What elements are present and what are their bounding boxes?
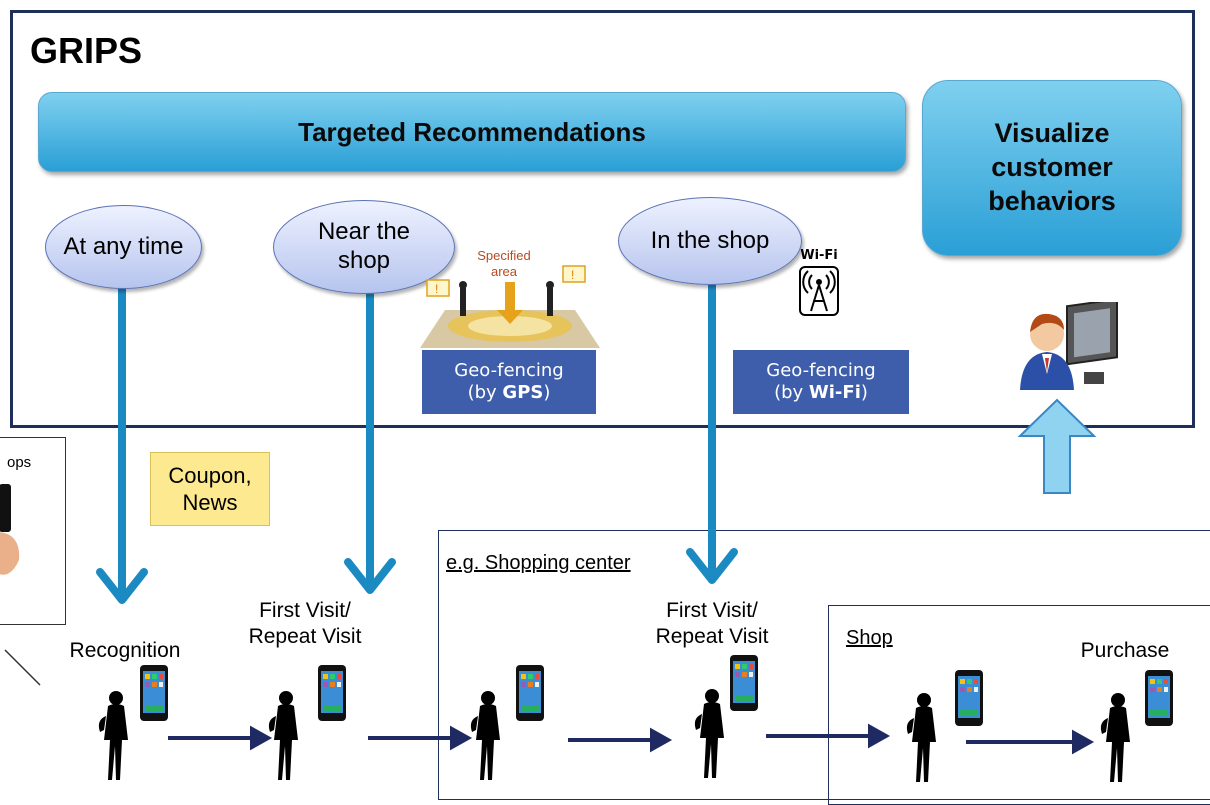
fv1-line-2: Repeat Visit [248, 625, 362, 649]
near-line-1: Near the [317, 218, 411, 246]
apps-label: ops [7, 454, 32, 471]
flow-arrow-5-head [1072, 729, 1095, 755]
wifi-tower-icon [799, 266, 839, 316]
shop-label: Shop [846, 627, 893, 649]
geo-wifi-bold: Wi-Fi [808, 382, 861, 403]
geo-gps-bold: GPS [502, 382, 544, 403]
apps-box: ops [0, 437, 66, 625]
near-line-2: shop [337, 247, 391, 274]
wifi-badge-label: Wi-Fi [800, 248, 838, 263]
specified-line-2: area [490, 263, 518, 279]
coupon-news-note: Coupon, News [150, 452, 270, 526]
fv2-line-2: Repeat Visit [655, 625, 769, 649]
visualize-line-2: customer [991, 152, 1113, 183]
geo-gps-suffix: ) [543, 382, 551, 403]
step-first-visit-label-2: First Visit/ Repeat Visit [632, 598, 792, 651]
specified-area-label: Specified area [462, 248, 546, 279]
grips-title: GRIPS [30, 30, 143, 71]
geo-wifi-prefix: (by [774, 382, 809, 403]
flow-arrow-3-head [650, 727, 673, 753]
flow-arrow-1-head [250, 725, 273, 751]
gps-area-illustration: ! ! [415, 240, 600, 350]
up-arrow [1017, 398, 1097, 494]
person-3 [470, 665, 544, 780]
step-recognition-label: Recognition [69, 639, 181, 662]
targeted-recommendations-banner: Targeted Recommendations [38, 92, 906, 172]
person-1 [98, 665, 168, 780]
arrow-inshop-head [686, 548, 738, 584]
hand-phone-image [0, 484, 20, 575]
fv2-line-1: First Visit/ [666, 599, 758, 622]
ellipse-near-the-shop: Near the shop [273, 200, 455, 294]
shopping-center-label: e.g. Shopping center [446, 552, 631, 574]
operator-monitor-icon [1020, 302, 1118, 390]
person-5 [906, 670, 983, 782]
visualize-customer-behaviors-box: Visualize customer behaviors [922, 80, 1182, 256]
person-6 [1100, 670, 1173, 782]
coupon-line-1: Coupon, [168, 462, 252, 488]
ellipse-at-any-time: At any time [45, 205, 202, 289]
grips-frame [10, 10, 1195, 428]
geo-gps-line-1: Geo-fencing [454, 359, 564, 381]
coupon-line-2: News [182, 490, 238, 515]
geo-gps-prefix: (by [467, 382, 503, 403]
gps-map-image: ! ! [420, 265, 600, 348]
arrow-anytime-head [96, 568, 148, 604]
step-purchase-label: Purchase [1080, 639, 1170, 662]
fv1-line-1: First Visit/ [259, 599, 351, 622]
geo-wifi-line-1: Geo-fencing [766, 359, 876, 381]
geofencing-wifi-box: Geo-fencing (by Wi-Fi) [733, 350, 909, 414]
apps-callout-line [4, 649, 41, 686]
geofencing-gps-box: Geo-fencing (by GPS) [422, 350, 596, 414]
person-2 [268, 665, 346, 780]
specified-line-1: Specified [477, 248, 531, 263]
arrows-layer [4, 264, 1097, 755]
geo-wifi-suffix: ) [860, 382, 868, 403]
people-layer [98, 655, 1173, 782]
svg-text:!: ! [435, 282, 438, 296]
flow-arrow-4-head [868, 723, 891, 749]
person-4 [694, 655, 758, 778]
flow-arrow-2-head [450, 725, 473, 751]
arrow-near-head [344, 558, 396, 594]
visualize-line-1: Visualize [994, 118, 1110, 149]
ellipse-in-the-shop: In the shop [618, 197, 802, 285]
step-first-visit-label-1: First Visit/ Repeat Visit [225, 598, 385, 651]
wifi-icon: Wi-Fi [788, 248, 850, 330]
visualize-line-3: behaviors [988, 185, 1116, 216]
svg-text:!: ! [571, 268, 574, 282]
